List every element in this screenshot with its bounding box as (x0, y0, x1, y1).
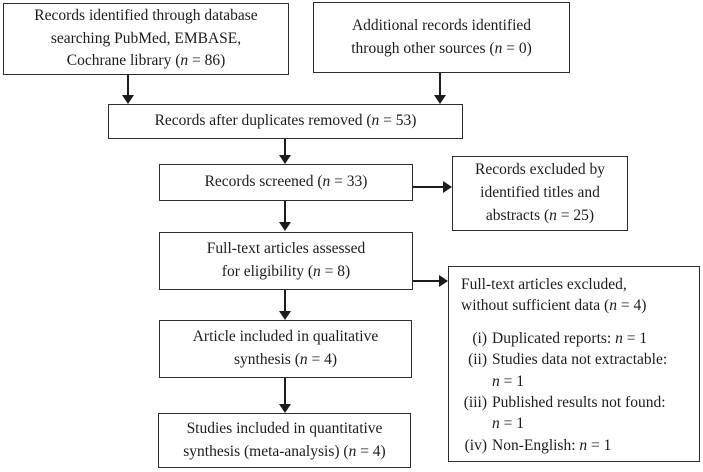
excluded-reason-number: (i) (472, 329, 487, 347)
box-text-line: searching PubMed, EMBASE, (50, 29, 242, 47)
box-text-line: Duplicated reports: n = 1 (492, 329, 648, 347)
box-text-line: n = 1 (492, 372, 524, 390)
box-text-line: synthesis (n = 4) (233, 351, 338, 368)
box-text-line: Records screened (n = 33) (204, 173, 368, 191)
arrow-fulltext-to-excluded (413, 275, 448, 287)
excluded-reason-item: (ii) Studies data not extractable: n = 1 (453, 349, 693, 392)
box-quantitative-synthesis: Studies included in quantitative synthes… (158, 413, 411, 468)
box-records-screened: Records screened (n = 33) (159, 164, 413, 201)
box-text-line: Studies data not extractable: (492, 351, 668, 369)
excluded-reason-text: Duplicated reports: n = 1 (492, 328, 693, 349)
box-text-line: abstracts (n = 25) (485, 206, 595, 224)
box-text-line: through other sources (n = 0) (351, 39, 532, 57)
box-qualitative-synthesis: Article included in qualitative synthesi… (159, 320, 412, 378)
fulltext-excluded-header: Full-text articles excluded, without suf… (453, 274, 646, 317)
box-text-line: Records excluded by (475, 161, 605, 179)
box-text-line: Non-English: n = 1 (492, 436, 612, 454)
arrow-screened-to-fulltext (279, 201, 291, 231)
arrow-qualitative-to-quantitative (279, 378, 291, 413)
box-text-line: Records after duplicates removed (n = 53… (154, 112, 417, 130)
box-text-line: synthesis (meta-analysis) (n = 4) (183, 442, 386, 460)
box-text-line: Full-text articles excluded, (461, 276, 627, 293)
excluded-reason-number: (iv) (464, 436, 487, 454)
box-fulltext-assessed: Full-text articles assessed for eligibil… (159, 232, 413, 290)
box-records-identified-database: Records identified through database sear… (3, 3, 289, 75)
box-text-line: without sufficient data (n = 4) (461, 297, 647, 315)
excluded-reason-text: Studies data not extractable: n = 1 (492, 349, 693, 392)
excluded-reason-text: Published results not found: n = 1 (492, 392, 693, 435)
box-text-line: Cochrane library (n = 86) (66, 52, 226, 70)
excluded-reason-item: (iii) Published results not found: n = 1 (453, 392, 693, 435)
excluded-reason-item: (i) Duplicated reports: n = 1 (453, 328, 693, 349)
arrow-database-to-duplicates (122, 75, 134, 104)
box-text-line: Article included in qualitative (192, 328, 379, 346)
excluded-reason-item: (iv) Non-English: n = 1 (453, 435, 693, 456)
excluded-reason-text: Non-English: n = 1 (492, 435, 693, 456)
box-text-line: Additional records identified (351, 16, 532, 34)
box-text-line: for eligibility (n = 8) (221, 263, 351, 280)
box-records-excluded-titles: Records excluded by identified titles an… (452, 156, 628, 231)
excluded-reason-number: (iii) (463, 393, 487, 411)
box-text-line: n = 1 (492, 415, 524, 433)
box-duplicates-removed: Records after duplicates removed (n = 53… (108, 104, 463, 139)
box-text-line: Records identified through database (34, 6, 258, 24)
arrow-sources-to-duplicates (434, 73, 446, 104)
box-text-line: Studies included in quantitative (186, 419, 383, 437)
excluded-reason-number: (ii) (468, 351, 487, 369)
box-fulltext-excluded: Full-text articles excluded, without suf… (448, 266, 700, 462)
fulltext-excluded-reason-list: (i) Duplicated reports: n = 1 (ii) Studi… (453, 328, 693, 456)
arrow-screened-to-excluded (413, 181, 452, 193)
box-text-line: identified titles and (480, 184, 600, 202)
box-text-line: Full-text articles assessed (206, 240, 366, 258)
box-text-line: Published results not found: (492, 393, 666, 411)
box-additional-records: Additional records identified through ot… (313, 2, 570, 73)
arrow-duplicates-to-screened (279, 139, 291, 164)
arrow-fulltext-to-qualitative (279, 290, 291, 320)
